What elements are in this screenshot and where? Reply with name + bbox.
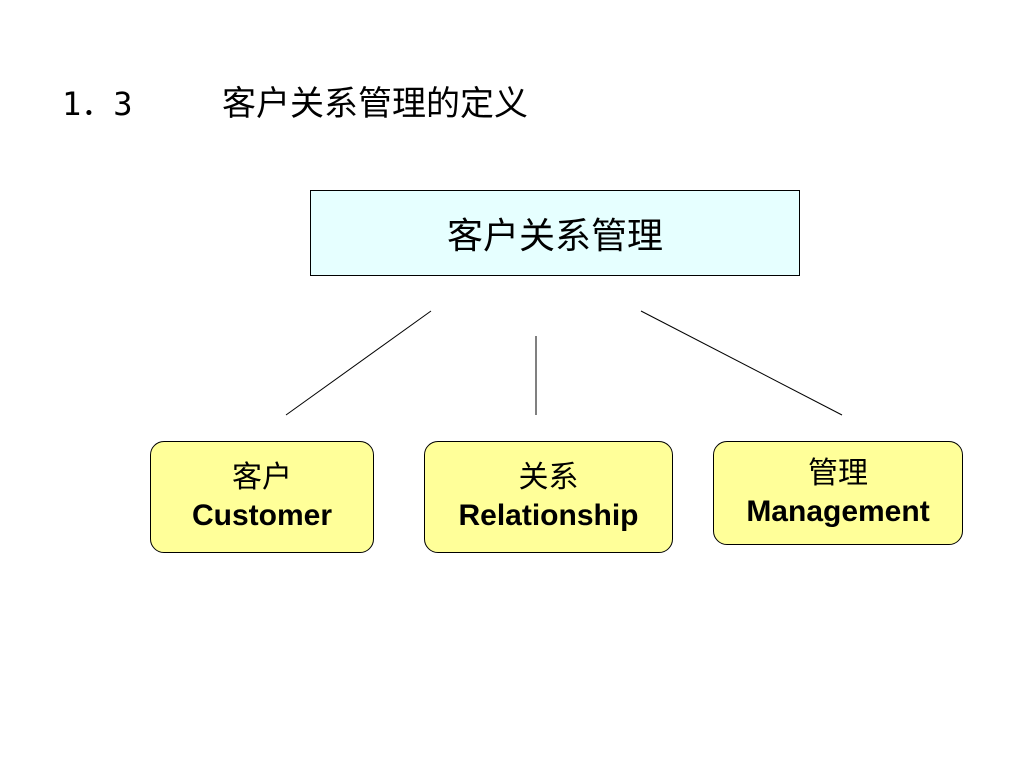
- child-node-zh: 管理: [808, 456, 868, 491]
- child-node-relationship: 关系 Relationship: [424, 441, 673, 553]
- root-node-label: 客户关系管理: [446, 216, 663, 257]
- child-node-en: Customer: [191, 499, 333, 532]
- child-node-en: Relationship: [458, 499, 639, 532]
- child-node-zh: 关系: [518, 460, 579, 495]
- child-node-customer: 客户 Customer: [150, 441, 374, 553]
- child-node-en: Management: [746, 495, 930, 528]
- child-node-management: 管理 Management: [713, 441, 963, 545]
- section-number: 1．3: [62, 85, 133, 123]
- section-title: 客户关系管理的定义: [222, 84, 528, 124]
- child-node-zh: 客户: [232, 460, 292, 495]
- connector-management: [640, 310, 843, 416]
- slide-title: 1．3 客户关系管理的定义: [62, 76, 528, 125]
- connector-customer: [285, 310, 432, 416]
- root-node: 客户关系管理: [310, 190, 800, 276]
